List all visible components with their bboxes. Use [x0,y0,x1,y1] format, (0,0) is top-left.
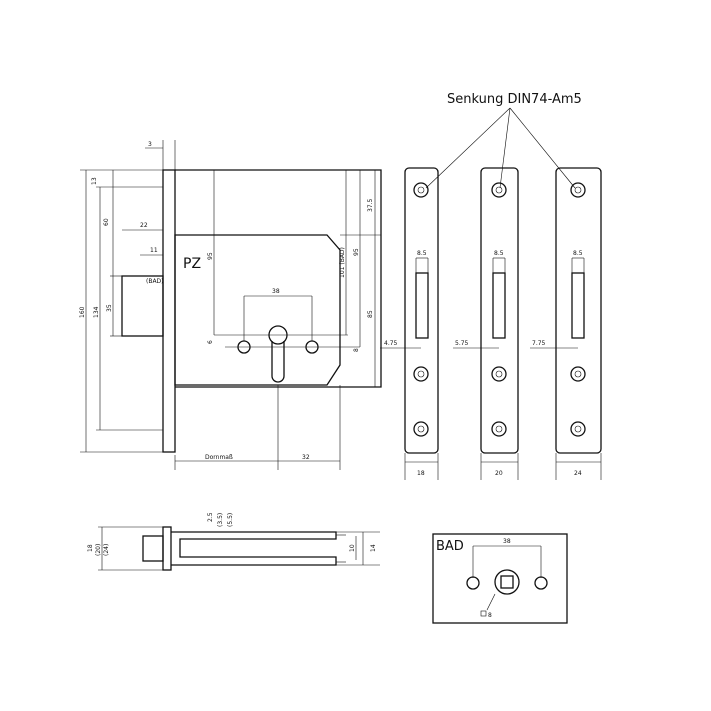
faceplate-24: 8.5 7.75 24 [530,167,602,480]
dim-14-side: 14 [370,544,377,552]
label-bad: BAD [436,539,464,554]
dim-101-bad: 101 (BAD) [339,247,346,278]
dim-32: 32 [302,454,310,461]
dim-85: 85 [367,310,374,318]
faceplate [162,169,176,453]
dim-22: 22 [140,222,148,229]
dim-10-side: 10 [349,544,356,552]
dim-20-side: (20) [95,544,102,556]
cylinder-plate [174,234,341,386]
dim-38-bad: 38 [503,538,511,545]
bad-spindle [494,569,520,595]
bad-plate [432,533,568,624]
bad-view: BAD 38 8 [432,533,568,624]
dim-3-5: (3.5) [217,513,224,527]
dim-width-2: 20 [495,470,503,477]
dim-8-bad: 8 [488,612,492,619]
square-symbol-icon [480,610,487,617]
keyhole [237,325,319,383]
side-faceplate [162,526,172,571]
dim-width-3: 24 [574,470,582,477]
dim-offset-1: 4.75 [384,340,398,347]
dim-6: 6 [207,340,214,344]
dim-8: 8 [353,348,360,352]
dim-slot-1: 8.5 [417,250,427,257]
label-senkung: Senkung DIN74-Am5 [447,92,582,107]
dim-slot-3: 8.5 [573,250,583,257]
dim-bad-small: (BAD) [146,278,164,285]
dim-offset-3: 7.75 [532,340,546,347]
side-bolt [142,535,164,562]
dim-95-a: 95 [207,252,214,260]
dim-2-5: 2.5 [207,512,214,522]
faceplate-views: Senkung DIN74-Am5 8.5 4.75 18 [380,92,602,480]
side-body [171,531,337,566]
front-view: 3 13 60 22 11 (BAD) 160 134 35 PZ 95 6 3… [79,140,382,470]
bolt [121,275,164,337]
dim-18-side: 18 [87,544,94,552]
lock-case [175,169,382,388]
bad-square [500,575,514,589]
dim-37-5: 37.5 [367,198,374,212]
label-pz: PZ [183,256,201,272]
dim-offset-2: 5.75 [455,340,469,347]
bad-hole-left [466,576,480,590]
side-view: 18 (20) (24) 2.5 (3.5) (5.5) 10 14 [87,512,380,571]
faceplate-18: 8.5 4.75 18 [380,167,439,480]
dim-95-b: 95 [353,248,360,256]
dim-5-5: (5.5) [227,513,234,527]
dim-slot-2: 8.5 [494,250,504,257]
dim-38: 38 [272,288,280,295]
dim-160: 160 [79,306,86,318]
bad-hole-right [534,576,548,590]
dim-134: 134 [93,306,100,318]
dim-13: 13 [91,177,98,185]
dim-11: 11 [150,247,158,254]
dim-3: 3 [148,141,152,148]
faceplate-20: 8.5 5.75 20 [453,167,519,480]
dim-24-side: (24) [103,544,110,556]
dim-width-1: 18 [417,470,425,477]
dim-60: 60 [103,218,110,226]
label-dornmass: Dornmaß [205,454,233,461]
dim-35: 35 [106,304,113,312]
